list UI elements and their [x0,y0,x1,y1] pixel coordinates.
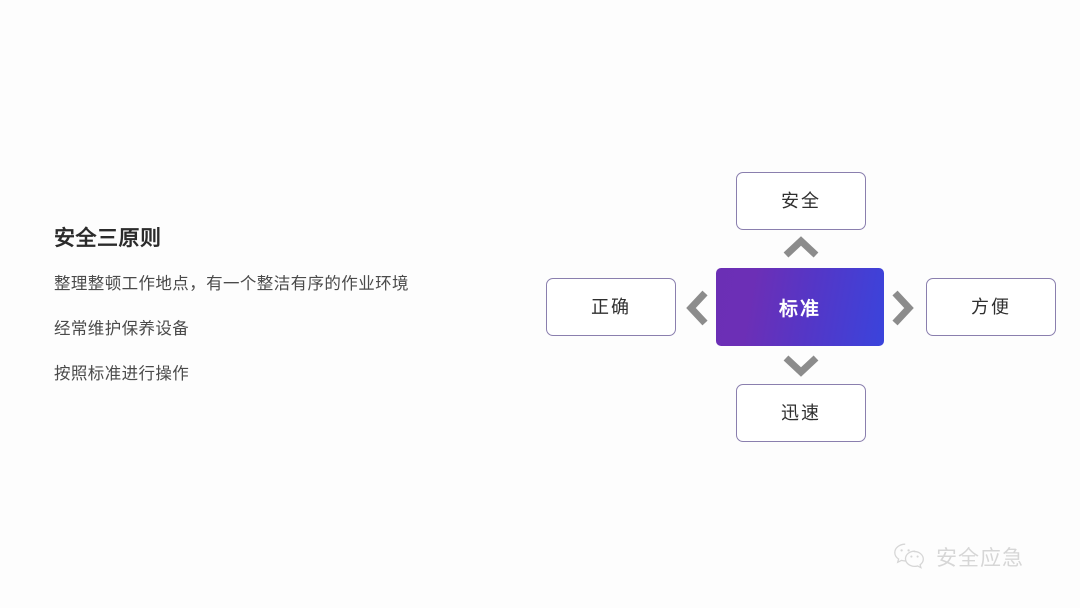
diagram-node-top[interactable]: 安全 [736,172,866,230]
diagram-node-right-label: 方便 [971,297,1011,317]
watermark-label: 安全应急 [936,547,1024,570]
watermark: 安全应急 [893,537,1063,577]
diagram-node-center-label: 标准 [778,298,821,320]
bullet-line-2: 经常维护保养设备 [54,320,190,338]
chevron-right-icon [890,289,916,327]
diagram-node-left[interactable]: 正确 [546,278,676,336]
chevron-left-icon [684,289,710,327]
diagram-node-bottom[interactable]: 迅速 [736,384,866,442]
chevron-up-icon [782,234,820,260]
diagram-node-left-label: 正确 [591,297,631,317]
wechat-icon [893,542,927,572]
diagram-node-bottom-label: 迅速 [781,403,821,423]
radial-diagram: 安全 正确 方便 迅速 标准 [520,150,1080,470]
diagram-node-center[interactable]: 标准 [716,268,884,346]
chevron-down-icon [782,353,820,379]
text-block: 安全三原则 整理整顿工作地点，有一个整洁有序的作业环境 经常维护保养设备 按照标… [54,224,514,386]
bullet-line-3: 按照标准进行操作 [54,365,190,383]
diagram-node-top-label: 安全 [781,191,821,211]
diagram-node-right[interactable]: 方便 [926,278,1056,336]
page-title: 安全三原则 [54,227,162,250]
bullet-line-1: 整理整顿工作地点，有一个整洁有序的作业环境 [54,275,409,293]
